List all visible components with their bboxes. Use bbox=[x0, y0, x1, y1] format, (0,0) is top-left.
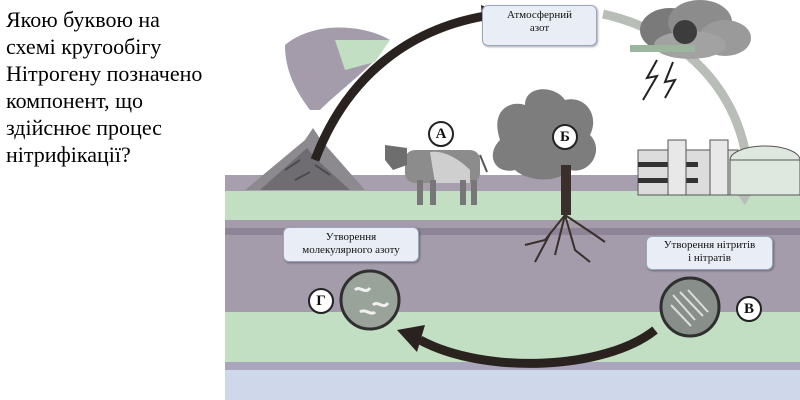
cycle-arrow-upper-left bbox=[310, 11, 486, 162]
letter-g: Г bbox=[308, 288, 334, 314]
nitrites-nitrates-line-1: Утворення нітритів bbox=[663, 239, 756, 251]
molecular-nitrogen-label: Утворення молекулярного азоту bbox=[283, 227, 419, 262]
question-line: схемі кругообігу bbox=[6, 34, 162, 59]
question-line: Якою буквою на bbox=[6, 7, 160, 32]
soil-stripe bbox=[225, 228, 800, 235]
cycle-arrow-bottom bbox=[417, 326, 658, 368]
nitrites-nitrates-label: Утворення нітритів і нітратів bbox=[646, 236, 773, 270]
atmospheric-nitrogen-line-1: Атмосферний bbox=[506, 9, 573, 21]
letter-b: Б bbox=[552, 124, 578, 150]
bacteria-circle-g bbox=[339, 269, 401, 331]
nitrogen-cycle-diagram: Атмосферний азот Утворення молекулярного… bbox=[225, 0, 800, 400]
bacteria-circle-v bbox=[659, 276, 721, 338]
cow-icon bbox=[385, 145, 488, 205]
factory-icon bbox=[637, 139, 800, 196]
question-line: нітрифікації? bbox=[6, 142, 131, 167]
atmospheric-nitrogen-label: Атмосферний азот bbox=[482, 5, 597, 46]
nitrites-nitrates-line-2: і нітратів bbox=[688, 252, 731, 264]
diagram-illustration bbox=[225, 0, 800, 400]
storm-cloud-icon bbox=[630, 0, 751, 101]
question-line: компонент, що bbox=[6, 88, 144, 113]
question-line: здійснює процес bbox=[6, 115, 162, 140]
tree-icon bbox=[492, 89, 606, 263]
letter-a: А bbox=[428, 121, 454, 147]
volcano-icon bbox=[245, 27, 390, 190]
question-text: Якою буквою на схемі кругообігу Нітроген… bbox=[6, 6, 226, 168]
question-line: Нітрогену позначено bbox=[6, 61, 203, 86]
cycle-arrow-upper-right bbox=[602, 9, 750, 151]
molecular-nitrogen-line-2: молекулярного азоту bbox=[302, 244, 400, 256]
letter-v: В bbox=[736, 296, 762, 322]
molecular-nitrogen-line-1: Утворення bbox=[325, 231, 377, 243]
arrow-head-bottom bbox=[397, 325, 425, 352]
atmospheric-nitrogen-line-2: азот bbox=[529, 22, 550, 34]
water-layer bbox=[225, 370, 800, 400]
